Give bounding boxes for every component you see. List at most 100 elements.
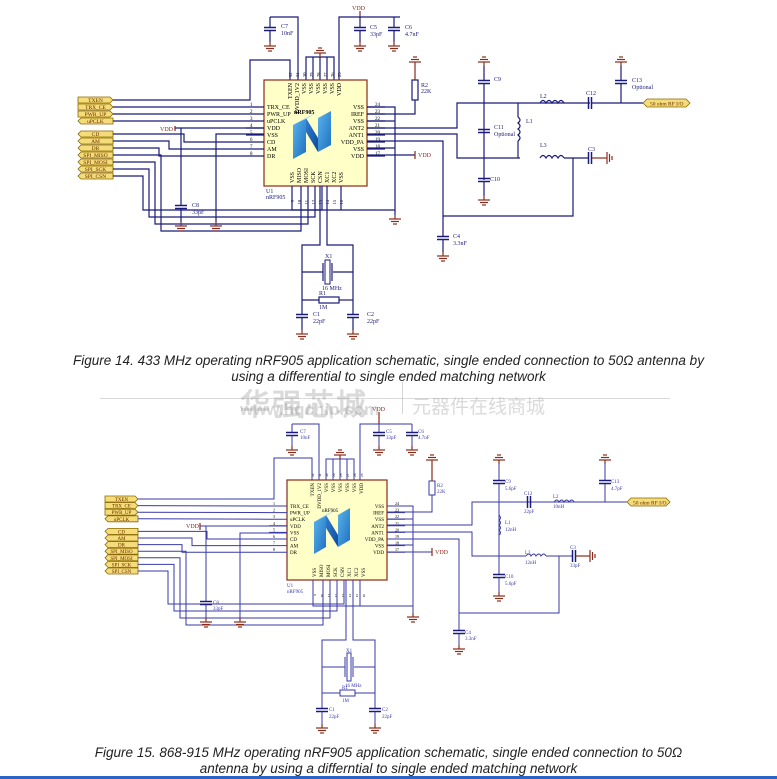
c7-value: 10nF [300, 436, 311, 441]
l1-ref: L1 [526, 119, 533, 125]
x1-value: 16 MHz [345, 684, 362, 689]
pin-name: VDD [351, 154, 365, 160]
port-trx-ce[interactable]: TRX_CE [104, 502, 139, 510]
vdd-top-rail: VDD [359, 407, 412, 480]
port-trx-ce[interactable]: TRX_CE [77, 103, 114, 111]
pin-name: XC2 [355, 567, 360, 577]
port-spi-miso[interactable]: SPI_MISO [104, 547, 139, 555]
port-am[interactable]: AM [77, 137, 114, 145]
resistor-r2: R2 22K [367, 56, 432, 115]
port-shape [77, 144, 114, 152]
c13-value: 4.7pF [611, 487, 623, 492]
rf-port-50ohm[interactable]: 50 ohm RF I/O [620, 98, 691, 108]
r2-value: 22K [437, 490, 446, 495]
vdd-label: VDD [418, 153, 432, 159]
port-dr[interactable]: DR [77, 144, 114, 152]
port-shape [77, 103, 114, 111]
rf-port-label: 50 ohm RF I/O [650, 102, 683, 108]
port-txen[interactable]: TXEN [77, 96, 114, 104]
c7-value: 10nF [281, 31, 294, 37]
port-upclk[interactable]: uPCLK [104, 515, 139, 523]
pin-name: AM [267, 147, 277, 153]
port-label: uPCLK [87, 119, 104, 125]
c9-ref: C9 [505, 480, 511, 485]
port-spi-sck[interactable]: SPI_SCK [77, 165, 114, 173]
figure-14-caption-line1: Figure 14. 433 MHz operating nRF905 appl… [73, 353, 704, 368]
capacitor-c12: C12 [586, 91, 620, 110]
port-spi-mosi[interactable]: SPI_MOSI [104, 554, 139, 562]
port-label: SPI_MOSI [83, 160, 108, 166]
pin-number: 11 [304, 200, 309, 204]
port-spi-mosi[interactable]: SPI_MOSI [77, 158, 114, 166]
port-label: CD [118, 530, 125, 535]
port-spi-miso[interactable]: SPI_MISO [77, 151, 114, 159]
pin-number: 27 [346, 473, 350, 477]
pin-number: 25 [360, 473, 364, 477]
crystal-x1: X1 16 MHz [302, 254, 353, 292]
watermark-divider [100, 398, 670, 399]
signal-wires [113, 106, 323, 232]
pin-name: ANT1 [349, 133, 364, 139]
pin-number: 4 [250, 124, 253, 129]
top-vss-ground [305, 47, 335, 80]
nrf905-logo [293, 111, 331, 159]
c7-ref: C7 [281, 24, 288, 30]
vdd-label: VDD [435, 550, 449, 556]
port-cd[interactable]: CD [104, 528, 139, 535]
port-shape [77, 130, 114, 138]
port-txen[interactable]: TXEN [104, 495, 139, 503]
pin-name: VSS [332, 483, 337, 492]
port-spi-sck[interactable]: SPI_SCK [104, 561, 139, 568]
port-dr[interactable]: DR [104, 541, 139, 549]
chip-ref: U1 [287, 584, 294, 589]
chip-part: nRF905 [266, 195, 285, 201]
port-am[interactable]: AM [104, 534, 139, 542]
pin-6-cd: 6CD [269, 534, 297, 543]
c6-ref: C6 [418, 430, 424, 435]
port-upclk[interactable]: uPCLK [77, 117, 114, 125]
vdd-label: VDD [352, 6, 366, 12]
capacitor-c11: C11 Optional [477, 125, 515, 138]
c8-value: 33pF [213, 607, 224, 612]
port-cd[interactable]: CD [77, 130, 114, 138]
c13-ref: C13 [611, 480, 620, 485]
port-spi-csn[interactable]: SPI_CSN [77, 172, 114, 180]
inductor-l1: L1 [517, 103, 533, 158]
c3-value: 33pF [570, 564, 581, 569]
port-label: SPI_MISO [110, 550, 133, 555]
pin-name: VSS [353, 119, 364, 125]
pin-number: 27 [323, 72, 328, 77]
pin-name: MISO [297, 167, 303, 183]
pin-name: VSS [267, 133, 278, 139]
port-pwr-up[interactable]: PWR_UP [77, 110, 114, 118]
port-shape [77, 117, 114, 125]
pin-name: PWR_UP [267, 112, 291, 118]
pin-number: 10 [320, 594, 324, 598]
pin-name: TXEN [288, 82, 294, 99]
port-spi-csn[interactable]: SPI_CSN [104, 567, 139, 575]
capacitor-c7: C7 10nF [263, 16, 299, 80]
port-label: SPI_SCK [112, 563, 132, 568]
pin-name: CSN [318, 171, 324, 183]
capacitor-c4: C4 3.3nF [452, 629, 477, 655]
c6-value: 4.7nF [418, 436, 430, 441]
pin-number: 23 [395, 508, 399, 513]
port-shape [104, 515, 139, 523]
port-pwr-up[interactable]: PWR_UP [104, 508, 139, 516]
pin-number: 10 [297, 199, 302, 204]
capacitor-c13: C13 Optional [614, 56, 653, 103]
capacitor-c13: C13 4.7pF [598, 454, 623, 502]
c9-ref: C9 [494, 77, 501, 83]
capacitor-c8: VDD C8 33pF [186, 523, 287, 628]
l1-value: 12nH [505, 528, 517, 533]
c1-value: 22pF [329, 715, 340, 720]
rf-port-50ohm[interactable]: 50 ohm RF I/O [604, 497, 671, 507]
